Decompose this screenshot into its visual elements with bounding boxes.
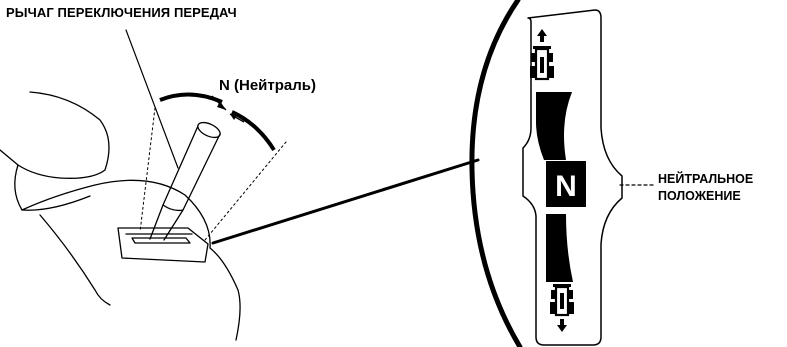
neutral-indicator-letter: N <box>555 170 577 203</box>
neutral-arrow-right-head <box>230 114 238 120</box>
gear-lever-label: РЫЧАГ ПЕРЕКЛЮЧЕНИЯ ПЕРЕДАЧ <box>6 5 237 20</box>
upper-speed-wedge <box>536 92 572 160</box>
travel-arc-right <box>231 110 276 152</box>
indicator-panel <box>522 9 623 346</box>
neutral-arrow-left-head <box>217 101 226 110</box>
neutral-position-line2: ПОЛОЖЕНИЕ <box>658 189 741 203</box>
lever-rod-right <box>163 133 221 241</box>
lever-pointer-line <box>125 29 179 169</box>
left-edge <box>0 149 19 166</box>
seat-outline <box>17 91 110 179</box>
fender-line <box>209 247 241 341</box>
lever-grip-bottom <box>162 204 184 212</box>
detail-connector <box>211 158 480 245</box>
forward-icon <box>530 29 554 81</box>
neutral-position-label: НЕЙТРАЛЬНОЕ ПОЛОЖЕНИЕ <box>658 171 753 205</box>
seat-lower <box>14 164 91 211</box>
reverse-icon <box>550 284 574 332</box>
travel-arc-left <box>159 92 223 104</box>
travel-guide-right <box>204 141 287 241</box>
panel-bracket <box>469 0 523 347</box>
neutral-indicator-box <box>546 161 586 207</box>
neutral-label: N (Нейтраль) <box>219 77 316 94</box>
lever-knob-top <box>197 121 221 139</box>
travel-guide-left <box>139 107 156 233</box>
body-base <box>39 214 111 306</box>
lower-speed-wedge <box>546 214 573 282</box>
gate-plate <box>117 227 209 263</box>
body-contour <box>21 179 211 249</box>
gate-slot <box>131 237 191 244</box>
neutral-position-line1: НЕЙТРАЛЬНОЕ <box>658 172 754 186</box>
